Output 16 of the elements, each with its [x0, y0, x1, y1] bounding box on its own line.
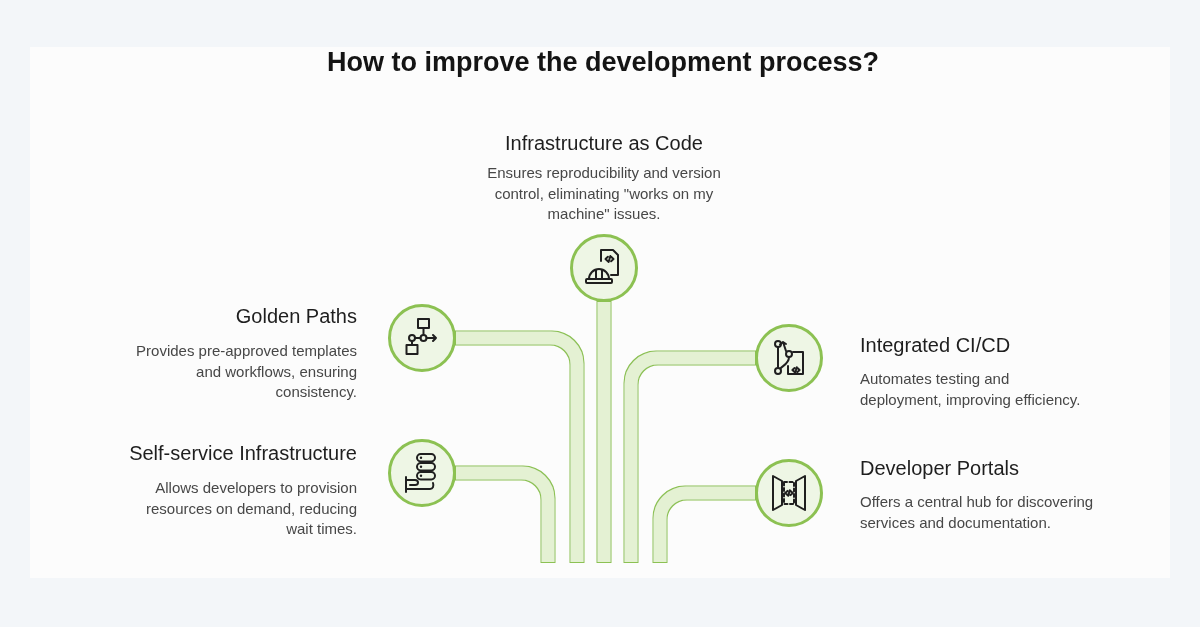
connector-tube: [597, 302, 611, 562]
item-heading: Developer Portals: [860, 456, 1020, 481]
item-description: Offers a central hub for discovering services and documentation.: [860, 492, 1095, 533]
connector-tube: [653, 486, 755, 562]
item-description: Ensures reproducibility and version control, eliminating "works on my machine" issues.: [486, 163, 722, 224]
item-description: Allows developers to provision resources on demand, reducing wait times.: [145, 478, 357, 539]
connector-tube: [456, 331, 584, 562]
title: How to improve the development process?: [326, 46, 880, 78]
item-heading: Self-service Infrastructure: [128, 441, 357, 466]
item-heading: Golden Paths: [234, 304, 357, 329]
item-description: Provides pre-approved templates and workflows, ensuring consistency.: [135, 341, 357, 402]
item-heading: Infrastructure as Code: [504, 131, 704, 156]
connector-tube: [624, 351, 755, 562]
connector-tube: [456, 466, 555, 562]
item-heading: Integrated CI/CD: [860, 333, 1012, 358]
item-description: Automates testing and deployment, improving efficiency.: [860, 369, 1082, 410]
